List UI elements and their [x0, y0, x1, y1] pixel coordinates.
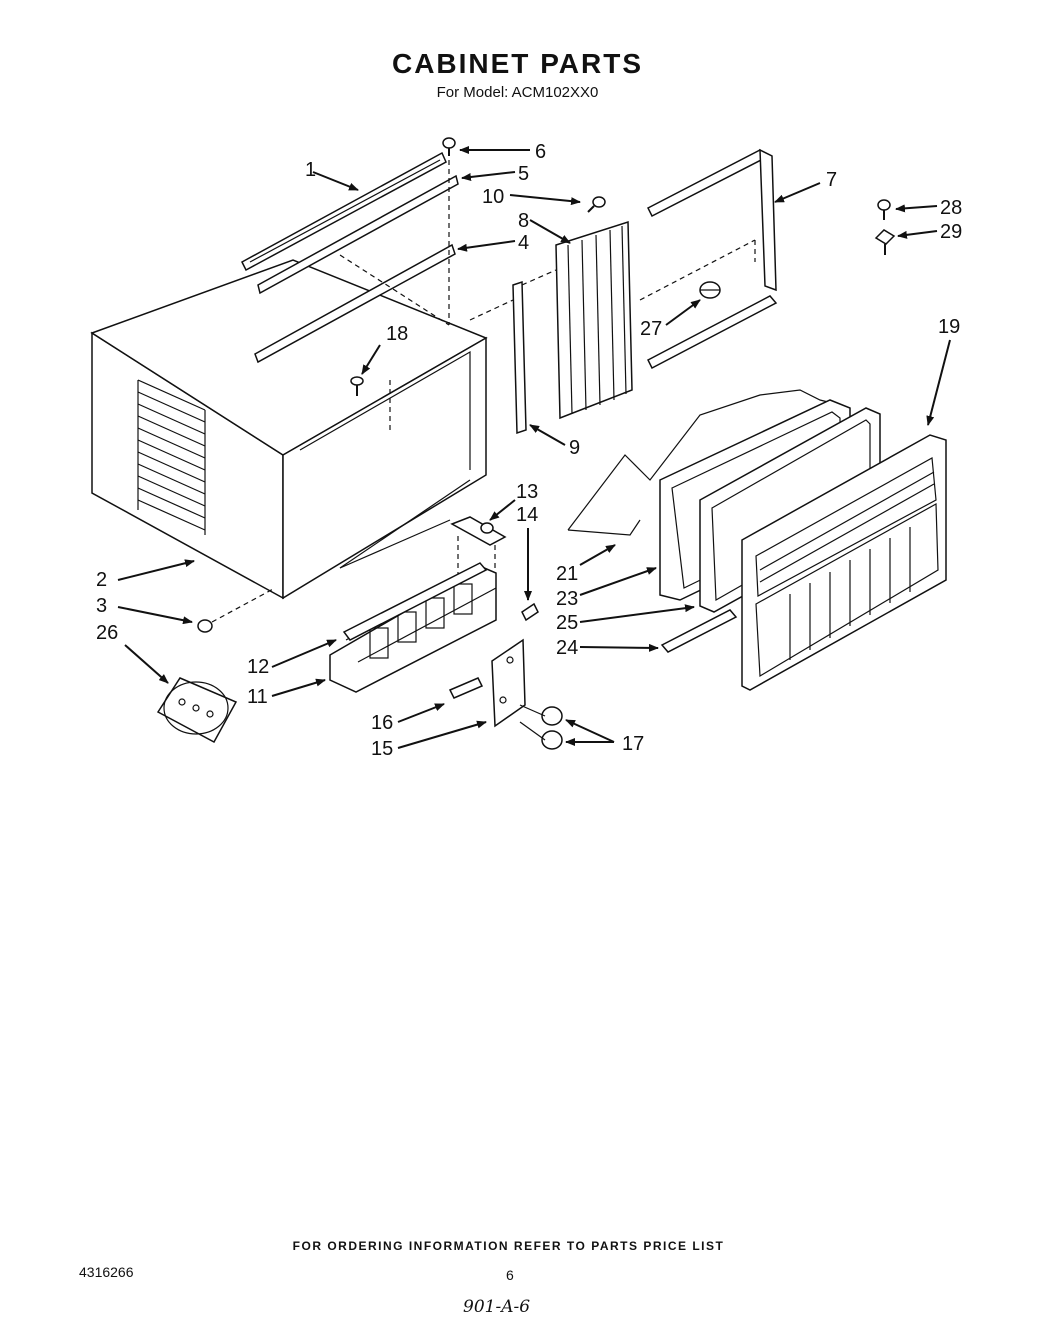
- top-rail-1: [241, 151, 447, 272]
- mount-plate-15: [491, 638, 526, 728]
- callout-11: 11: [247, 686, 268, 708]
- screw-6: [442, 137, 456, 156]
- cabinet-shell: [90, 259, 488, 600]
- callout-28: 28: [940, 197, 962, 219]
- callout-8: 8: [518, 210, 529, 232]
- callout-1: 1: [305, 159, 316, 181]
- handwritten-note: 901-A-6: [463, 1297, 531, 1317]
- rail-5: [257, 174, 459, 295]
- ordering-note: FOR ORDERING INFORMATION REFER TO PARTS …: [292, 1239, 725, 1253]
- callout-4: 4: [518, 232, 529, 254]
- screw-28: [877, 199, 891, 220]
- callout-13: 13: [516, 481, 538, 503]
- callout-15: 15: [371, 738, 393, 760]
- callout-16: 16: [371, 712, 393, 734]
- support-wire-21: [567, 389, 841, 536]
- callout-10: 10: [482, 186, 504, 208]
- callout-19: 19: [938, 316, 960, 338]
- bumper-17b: [541, 730, 563, 750]
- page-title: CABINET PARTS: [391, 48, 644, 79]
- spacer-18: [350, 376, 364, 396]
- callout-27: 27: [640, 318, 662, 340]
- cabinet-louvers: [137, 379, 206, 535]
- page-number: 6: [506, 1267, 514, 1283]
- callout-18: 18: [386, 323, 408, 345]
- side-strip-9: [512, 280, 527, 435]
- callout-5: 5: [518, 163, 529, 185]
- callout-labels: 1 6 5 10 8 4 7 28 29 27 18 19 9 13 14 21…: [96, 141, 962, 760]
- trim-strip-24: [660, 609, 738, 653]
- callout-7: 7: [826, 169, 837, 191]
- bracket-13: [450, 516, 507, 546]
- clip-29: [874, 229, 896, 255]
- callout-9: 9: [569, 437, 580, 459]
- model-subtitle: For Model: ACM102XX0: [436, 84, 599, 101]
- screw-3: [197, 619, 213, 633]
- callout-14: 14: [516, 504, 538, 526]
- callout-17: 17: [622, 733, 644, 755]
- callout-21: 21: [556, 563, 578, 585]
- callout-26: 26: [96, 622, 118, 644]
- callout-6: 6: [535, 141, 546, 163]
- knob-27: [699, 281, 721, 299]
- bumper-17a: [541, 706, 563, 726]
- leader-lines: [117, 146, 951, 749]
- clip-14: [521, 602, 539, 622]
- rail-4: [254, 243, 456, 364]
- window-frame-7: [639, 148, 778, 370]
- callout-24: 24: [556, 637, 578, 659]
- screw-10: [587, 196, 606, 213]
- callout-23: 23: [556, 588, 578, 610]
- accordion-panel-8: [555, 220, 633, 420]
- callout-25: 25: [556, 612, 578, 634]
- front-grille-19: [741, 434, 947, 691]
- callout-29: 29: [940, 221, 962, 243]
- callout-2: 2: [96, 569, 107, 591]
- slide-rail-12: [342, 562, 488, 641]
- document-number: 4316266: [79, 1264, 134, 1280]
- callout-12: 12: [247, 656, 269, 678]
- pin-16: [448, 677, 484, 699]
- callout-3: 3: [96, 595, 107, 617]
- bracket-kit-26: [156, 677, 238, 744]
